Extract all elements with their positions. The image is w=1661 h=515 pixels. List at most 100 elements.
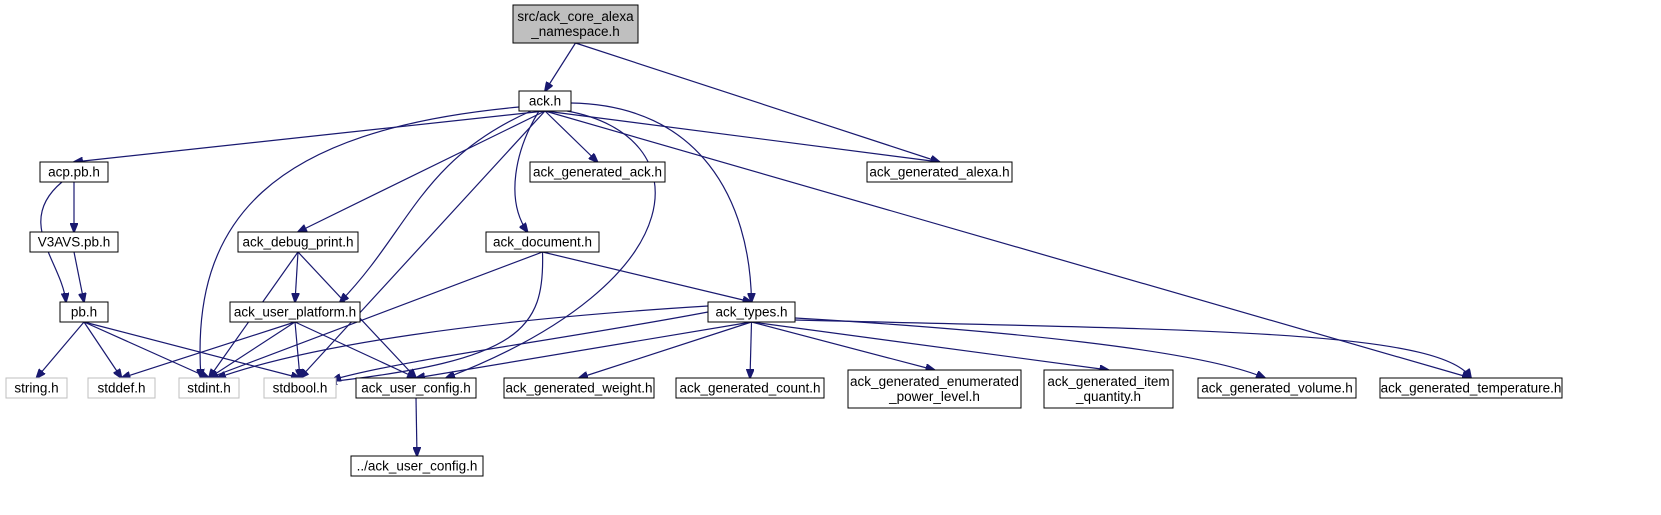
edge-ack_h-to-gen_ack <box>544 110 598 162</box>
edge-user_config-to-parent_config <box>416 397 417 456</box>
node-gen_weight[interactable]: ack_generated_weight.h <box>503 377 655 399</box>
edge-types-to-user_config <box>416 321 752 378</box>
node-label: _quantity.h <box>1075 389 1141 404</box>
edge-debug_print-to-user_platform <box>295 251 298 302</box>
edge-user_platform-to-stddef_h <box>122 321 296 378</box>
edge-types-to-gen_count <box>750 321 752 378</box>
node-box <box>847 369 1022 409</box>
edge-types-to-stdbool_h <box>332 311 709 380</box>
node-label: ack_user_platform.h <box>234 305 356 320</box>
edge-user_platform-to-stdint_h <box>209 321 296 378</box>
node-box <box>675 377 825 399</box>
node-v3avs[interactable]: V3AVS.pb.h <box>29 231 119 253</box>
node-label: src/ack_core_alexa <box>517 9 634 24</box>
node-ack_h[interactable]: ack.h <box>518 90 572 112</box>
node-box <box>512 4 639 44</box>
node-box <box>229 301 361 323</box>
edge-pb_h-to-string_h <box>37 321 85 378</box>
node-box <box>518 90 572 112</box>
node-label: ack_generated_count.h <box>679 381 820 396</box>
node-gen_count[interactable]: ack_generated_count.h <box>675 377 825 399</box>
node-gen_alexa[interactable]: ack_generated_alexa.h <box>866 161 1013 183</box>
edge-types-to-stdint_h <box>217 305 709 378</box>
node-user_config[interactable]: ack_user_config.h <box>355 377 477 399</box>
edge-ack_h-to-acp_pb <box>74 110 546 162</box>
node-box <box>59 301 109 323</box>
node-label: ack_debug_print.h <box>242 235 353 250</box>
node-user_platform[interactable]: ack_user_platform.h <box>229 301 361 323</box>
node-label: stddef.h <box>97 381 145 396</box>
edge-root-to-ack_h <box>545 42 577 91</box>
node-stddef_h[interactable]: stddef.h <box>87 377 156 399</box>
edge-document-to-types <box>542 251 752 302</box>
node-gen_item[interactable]: ack_generated_item_quantity.h <box>1043 369 1174 409</box>
node-box <box>87 377 156 399</box>
node-label: _namespace.h <box>530 24 620 39</box>
node-box <box>5 377 68 399</box>
edge-types-to-gen_enum <box>751 321 935 370</box>
edges-layer <box>37 42 1472 456</box>
node-box <box>866 161 1013 183</box>
node-box <box>503 377 655 399</box>
node-label: ack_generated_temperature.h <box>1381 381 1562 396</box>
node-box <box>707 301 796 323</box>
node-label: ack_generated_alexa.h <box>869 165 1009 180</box>
node-gen_ack[interactable]: ack_generated_ack.h <box>529 161 666 183</box>
node-label: ack_generated_volume.h <box>1201 381 1353 396</box>
node-box <box>350 455 484 477</box>
node-label: ack_generated_enumerated <box>850 374 1019 389</box>
node-label: pb.h <box>71 305 97 320</box>
node-debug_print[interactable]: ack_debug_print.h <box>237 231 359 253</box>
node-label: string.h <box>14 381 58 396</box>
edge-pb_h-to-stdbool_h <box>83 321 300 378</box>
node-box <box>355 377 477 399</box>
node-box <box>178 377 240 399</box>
edge-root-to-gen_alexa <box>575 42 940 162</box>
edge-v3avs-to-pb_h <box>73 251 84 302</box>
node-string_h[interactable]: string.h <box>5 377 68 399</box>
node-document[interactable]: ack_document.h <box>485 231 600 253</box>
node-root: src/ack_core_alexa_namespace.h <box>512 4 639 44</box>
edge-ack_h-to-types <box>570 102 752 302</box>
edge-ack_h-to-debug_print <box>298 110 546 232</box>
node-types[interactable]: ack_types.h <box>707 301 796 323</box>
node-label: acp.pb.h <box>48 165 100 180</box>
node-label: ack_generated_ack.h <box>533 165 662 180</box>
node-label: ack_types.h <box>715 305 787 320</box>
node-gen_enum[interactable]: ack_generated_enumerated_power_level.h <box>847 369 1022 409</box>
edge-ack_h-to-gen_temp <box>544 110 1471 378</box>
node-box <box>485 231 600 253</box>
node-stdint_h[interactable]: stdint.h <box>178 377 240 399</box>
node-label: stdbool.h <box>273 381 328 396</box>
edge-user_platform-to-stdbool_h <box>294 321 300 378</box>
node-label: ack_document.h <box>493 235 592 250</box>
edge-pb_h-to-stddef_h <box>83 321 122 378</box>
node-parent_config[interactable]: ../ack_user_config.h <box>350 455 484 477</box>
node-box <box>1043 369 1174 409</box>
nodes-layer: src/ack_core_alexa_namespace.h ack.h acp.p… <box>5 4 1563 477</box>
edge-types-to-gen_weight <box>579 321 752 378</box>
edge-document-to-stdbool_h <box>328 251 544 382</box>
edge-document-to-stdint_h <box>209 251 543 378</box>
edge-ack_h-to-gen_alexa <box>544 110 940 162</box>
edge-ack_h-to-document <box>514 110 540 232</box>
node-box <box>29 231 119 253</box>
edge-types-to-gen_volume <box>794 317 1265 378</box>
node-label: stdint.h <box>187 381 231 396</box>
edge-types-to-gen_temp <box>794 319 1471 378</box>
edge-ack_h-to-user_platform <box>340 110 532 302</box>
edge-user_platform-to-user_config <box>294 321 416 378</box>
node-label: ../ack_user_config.h <box>357 459 478 474</box>
edge-pb_h-to-stdint_h <box>83 321 209 378</box>
node-stdbool_h[interactable]: stdbool.h <box>263 377 337 399</box>
node-box <box>1379 377 1563 399</box>
edge-ack_h-to-stdbool_h <box>300 110 546 378</box>
node-acp_pb[interactable]: acp.pb.h <box>39 161 109 183</box>
node-label: _power_level.h <box>888 389 980 404</box>
node-gen_temp[interactable]: ack_generated_temperature.h <box>1379 377 1563 399</box>
edge-ack_h-to-user_config <box>446 110 656 378</box>
node-gen_volume[interactable]: ack_generated_volume.h <box>1197 377 1357 399</box>
node-pb_h[interactable]: pb.h <box>59 301 109 323</box>
node-box <box>1197 377 1357 399</box>
node-label: V3AVS.pb.h <box>38 235 111 250</box>
